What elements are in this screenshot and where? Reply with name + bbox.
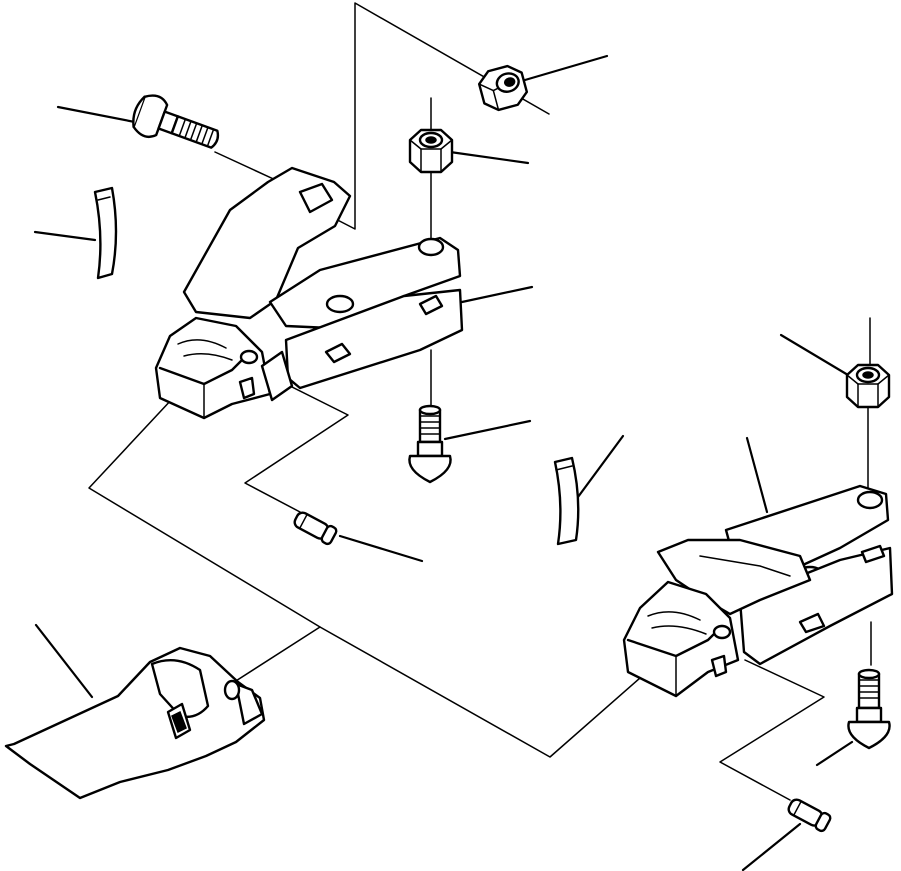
leader-lines (33, 54, 854, 871)
tooth-adapter-icon (154, 166, 464, 420)
plow-bolt-icon (408, 404, 452, 484)
assembly-line-tooth-right (319, 626, 641, 758)
assembly-line-nut-top (321, 2, 550, 230)
tooth-adapter-icon (622, 484, 894, 698)
leader-adapter-right (745, 436, 769, 514)
leader-bolt-upper-left (56, 105, 142, 125)
leader-nut-top (523, 54, 609, 82)
hex-nut-icon (845, 363, 891, 409)
assembly-line-bolt-left (214, 151, 281, 183)
leader-roll-pin-left (33, 230, 97, 242)
hex-nut-icon (408, 128, 454, 174)
assembly-line-pin-left (244, 374, 349, 513)
leader-nut-center (448, 150, 530, 165)
leader-bolt-right (815, 740, 854, 767)
leader-adapter-left (460, 285, 534, 304)
plow-bolt-icon (132, 94, 220, 149)
bucket-tooth-icon (4, 646, 266, 800)
plow-bolt-icon (847, 668, 891, 750)
leader-lock-pin-left (338, 534, 424, 563)
lock-pin-icon (293, 511, 338, 546)
hex-nut-icon (477, 64, 529, 112)
leader-bolt-center (443, 419, 532, 441)
leader-lock-pin-right (741, 822, 802, 871)
roll-pin-icon (93, 186, 118, 280)
lock-pin-icon (787, 798, 832, 833)
assembly-line-pin-right (719, 659, 825, 801)
assembly-line-tooth-left (88, 397, 321, 687)
leader-roll-pin-center (576, 434, 625, 499)
leader-bucket-tooth (34, 623, 94, 699)
roll-pin-icon (553, 456, 580, 546)
leader-nut-right (779, 333, 850, 377)
